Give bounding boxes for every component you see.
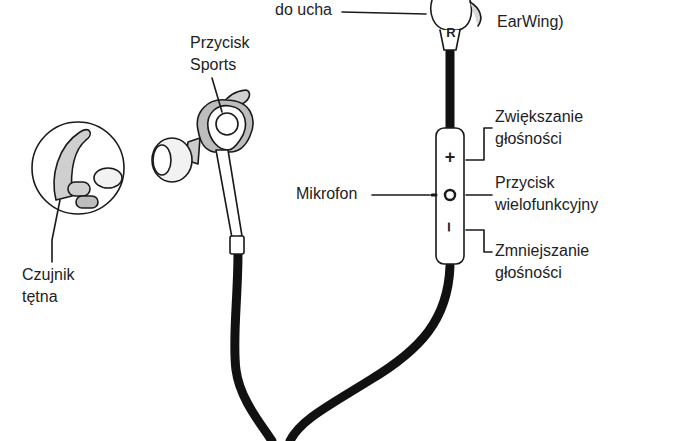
part-label: EarWing): [497, 11, 587, 33]
button-symbol: +: [442, 148, 458, 166]
ear-tip-detail: [94, 168, 122, 188]
part-label: Czujnik tętna: [22, 264, 88, 308]
part-label: Zmniejszanie głośności: [495, 240, 615, 284]
leader-line: [52, 200, 60, 262]
detail-inset: [32, 122, 124, 214]
sports-button: [216, 113, 238, 135]
part-label: Przycisk wielofunkcyjny: [495, 172, 623, 216]
part-label: Zwiększanie głośności: [495, 106, 615, 150]
cable: [446, 48, 455, 128]
remote-control: [436, 128, 464, 264]
leader-line: [466, 194, 492, 196]
earbud-shell: [208, 106, 246, 150]
ear-tip: [152, 138, 192, 182]
earwing-detail: [54, 130, 90, 200]
heart-rate-sensor: [76, 196, 98, 208]
ear-tip-opening: [153, 145, 171, 175]
earbud-housing: [197, 100, 253, 152]
leader-line: [372, 194, 430, 196]
cable: [235, 252, 272, 441]
cable: [290, 266, 450, 441]
part-label: Przycisk Sports: [190, 32, 265, 76]
cable-joint: [230, 236, 244, 254]
side-marker: R: [444, 26, 458, 40]
heart-rate-sensor: [68, 182, 90, 196]
leader-line: [466, 230, 492, 252]
earbud-stem: [216, 150, 242, 238]
button-symbol: –: [441, 219, 459, 235]
leader-line: [342, 12, 426, 14]
leader-line: [212, 78, 222, 112]
leader-line: [466, 128, 492, 160]
microphone-hole: [432, 194, 436, 197]
earwing: [470, 2, 481, 26]
part-label: do ucha: [275, 0, 345, 21]
part-label: Mikrofon: [296, 183, 372, 205]
multifunction-button: [445, 190, 455, 200]
